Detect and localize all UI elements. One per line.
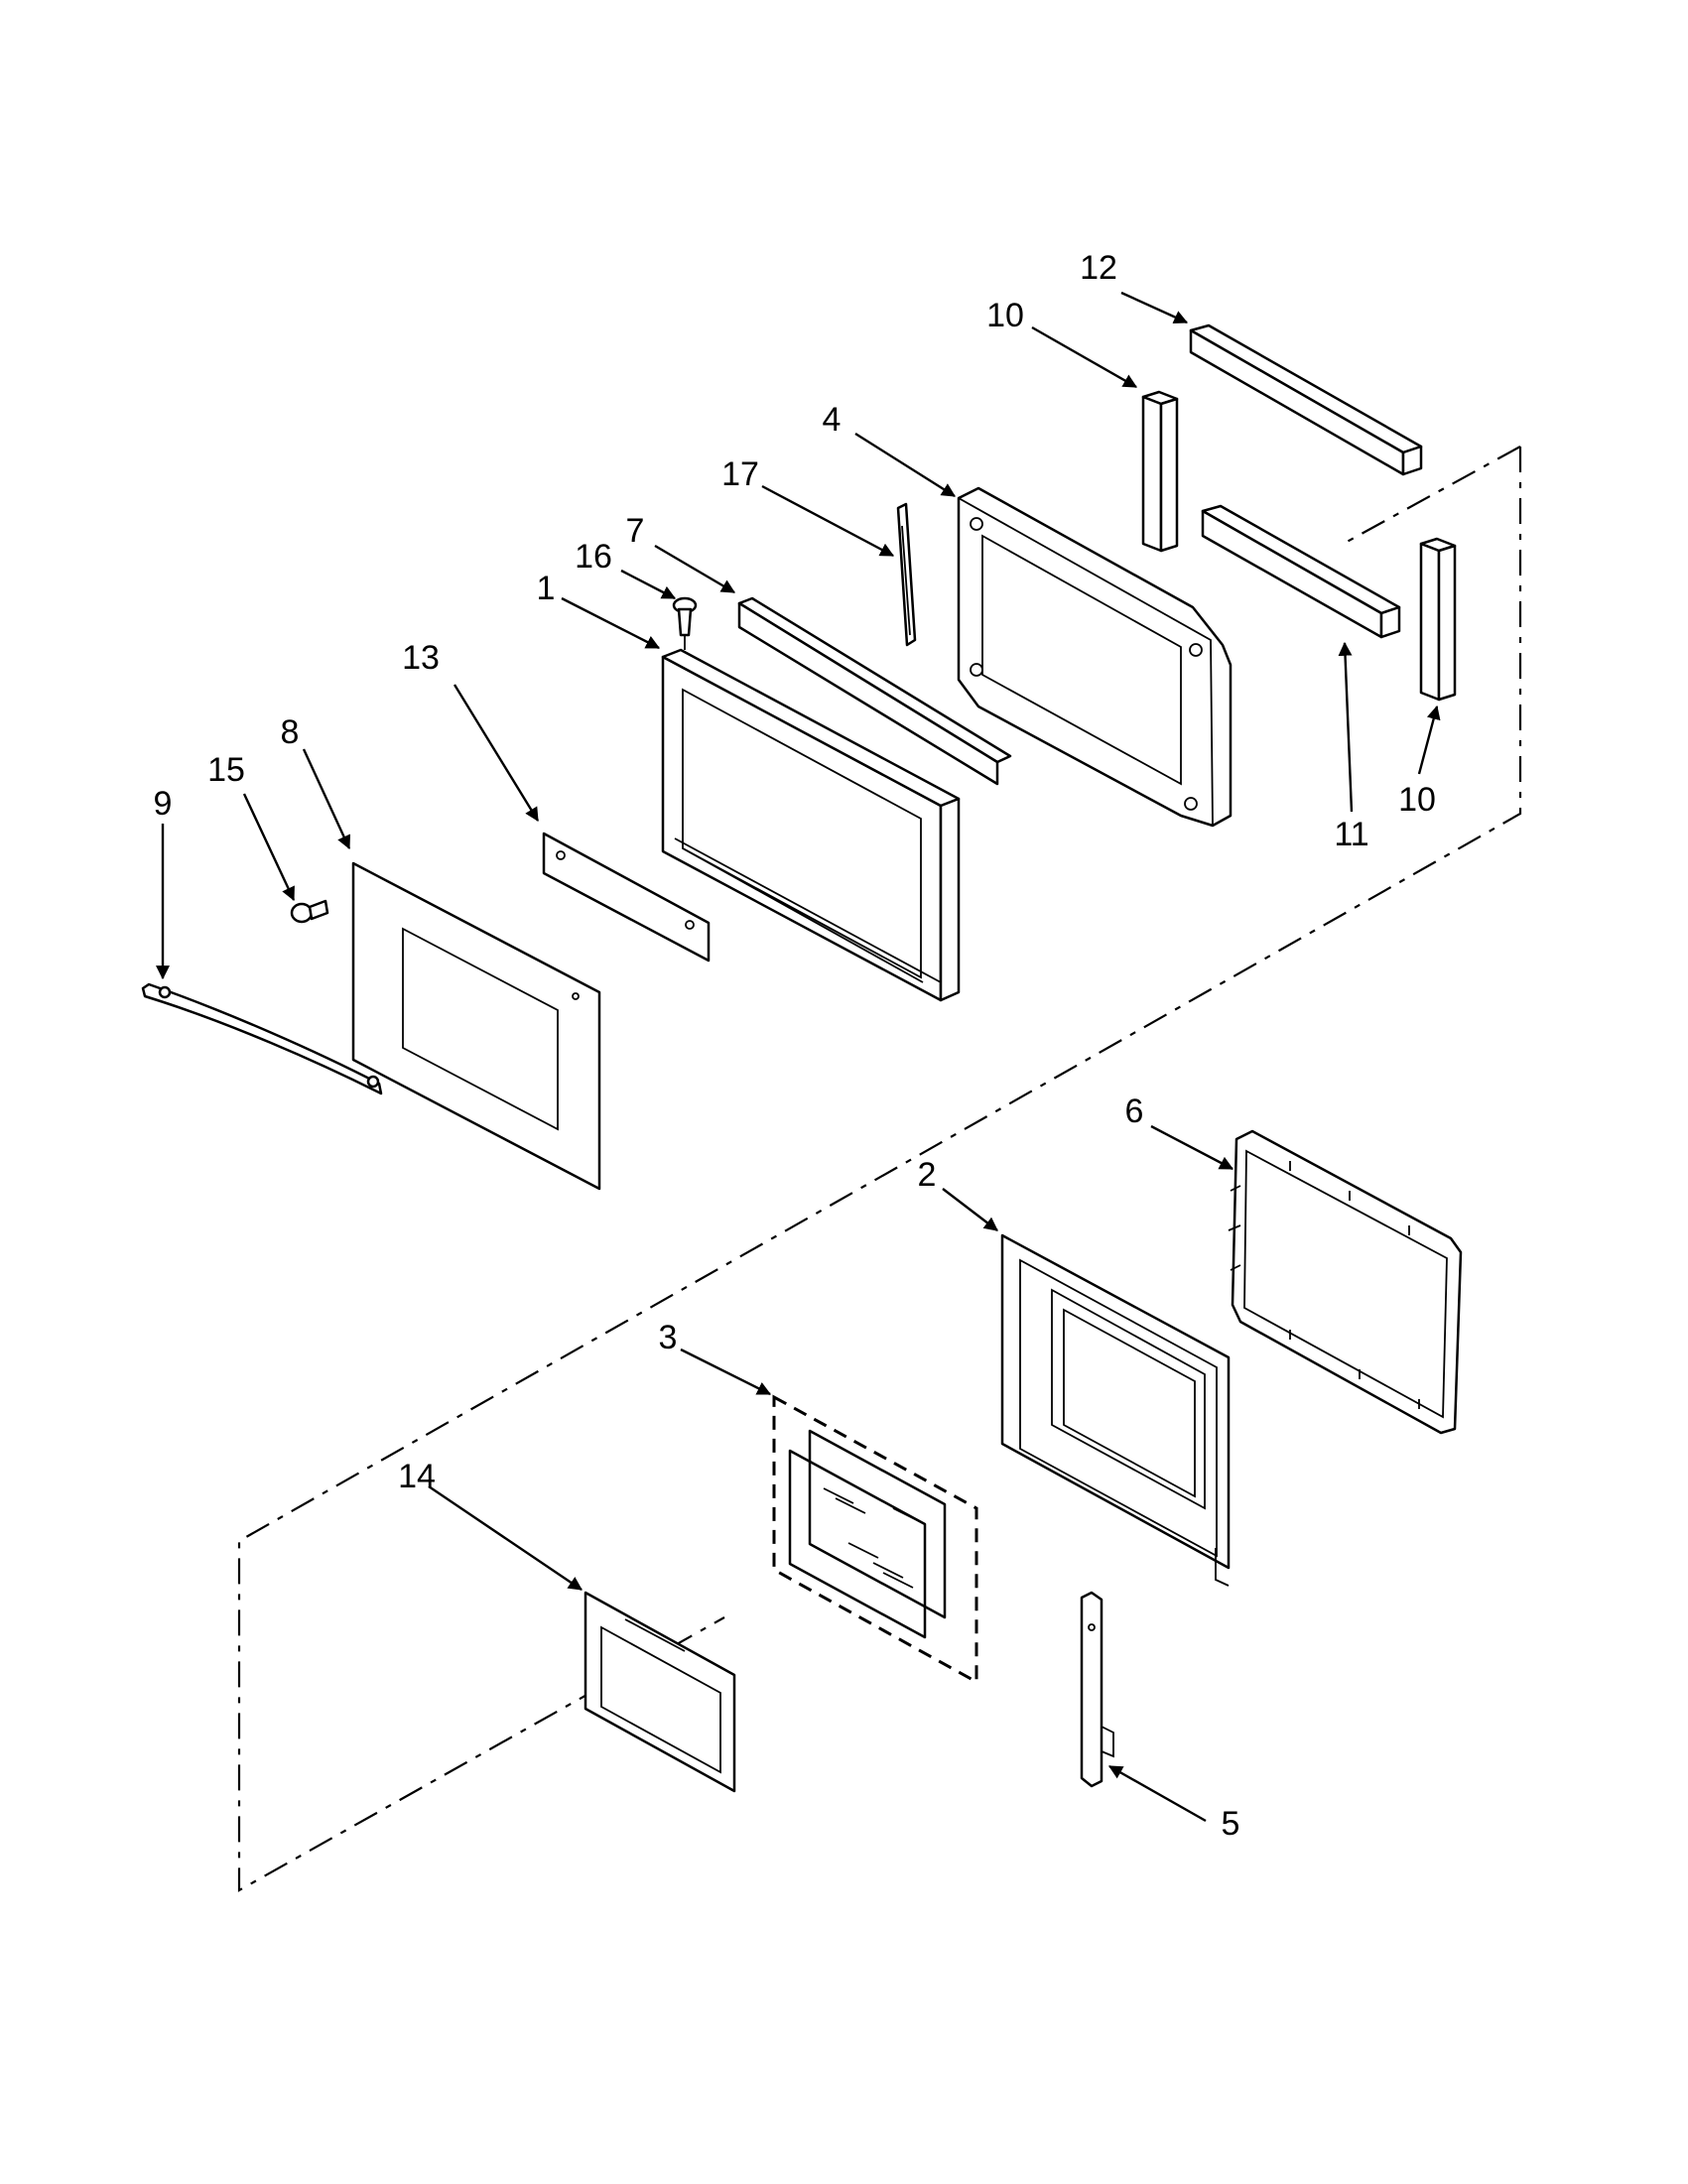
callout-12: 12 [1080, 249, 1117, 287]
leader-3 [680, 1348, 772, 1396]
assembly-boundary-line [237, 446, 1522, 1892]
part-12-insulation-strip [1189, 323, 1423, 476]
leader-4 [854, 432, 956, 498]
leader-5 [1107, 1764, 1207, 1823]
callout-10-lower: 10 [1398, 781, 1436, 819]
leader-15 [242, 793, 296, 902]
part-6-door-gasket [1228, 1129, 1463, 1435]
part-17-side-strip [896, 502, 917, 647]
callout-11: 11 [1334, 816, 1368, 853]
part-10-insulation-block-upper [1141, 390, 1179, 553]
leader-14 [428, 1485, 583, 1591]
callout-5: 5 [1222, 1805, 1240, 1843]
callout-9: 9 [154, 785, 173, 823]
part-1-door-frame [661, 648, 961, 1002]
callout-8: 8 [281, 713, 300, 751]
leader-2 [942, 1188, 998, 1231]
leader-17 [761, 484, 895, 558]
part-11-insulation-strip [1201, 504, 1401, 639]
part-13-bracket [542, 832, 711, 963]
leader-1 [561, 596, 661, 650]
callout-13: 13 [402, 639, 440, 677]
callout-labels: 12 10 4 17 7 16 1 13 8 15 9 11 10 6 2 3 … [154, 249, 1436, 1843]
leader-11 [1338, 641, 1354, 813]
leader-13 [453, 684, 540, 822]
leader-10-upper [1031, 325, 1138, 389]
callout-3: 3 [659, 1319, 678, 1356]
callout-15: 15 [207, 751, 245, 789]
callout-10-upper: 10 [986, 297, 1024, 334]
part-14-window-trim [584, 1591, 736, 1793]
leader-12 [1120, 291, 1189, 324]
callout-7: 7 [626, 512, 645, 550]
callout-14: 14 [398, 1458, 436, 1495]
callout-17: 17 [721, 455, 759, 493]
leader-8 [302, 748, 351, 850]
callout-2: 2 [918, 1156, 937, 1194]
callout-16: 16 [575, 538, 612, 576]
leader-7 [654, 544, 736, 594]
part-15-screw [290, 899, 329, 924]
part-2-inner-door-liner [1000, 1233, 1231, 1587]
part-4-inner-door-panel [957, 486, 1233, 828]
callout-1: 1 [537, 570, 556, 607]
part-9-door-handle [141, 982, 383, 1095]
part-10-insulation-block-lower [1419, 537, 1457, 702]
callout-4: 4 [823, 401, 842, 439]
leader-10-lower [1417, 705, 1441, 775]
part-3-glass-pack [772, 1394, 978, 1685]
leader-16 [620, 569, 677, 600]
callout-6: 6 [1125, 1092, 1144, 1130]
part-8-outer-door-panel [351, 861, 601, 1191]
leader-arrows [156, 291, 1441, 1823]
part-16-screw [672, 596, 698, 650]
part-7-top-channel [737, 596, 1012, 786]
leader-6 [1150, 1124, 1234, 1171]
part-5-hinge-bracket [1080, 1591, 1114, 1788]
